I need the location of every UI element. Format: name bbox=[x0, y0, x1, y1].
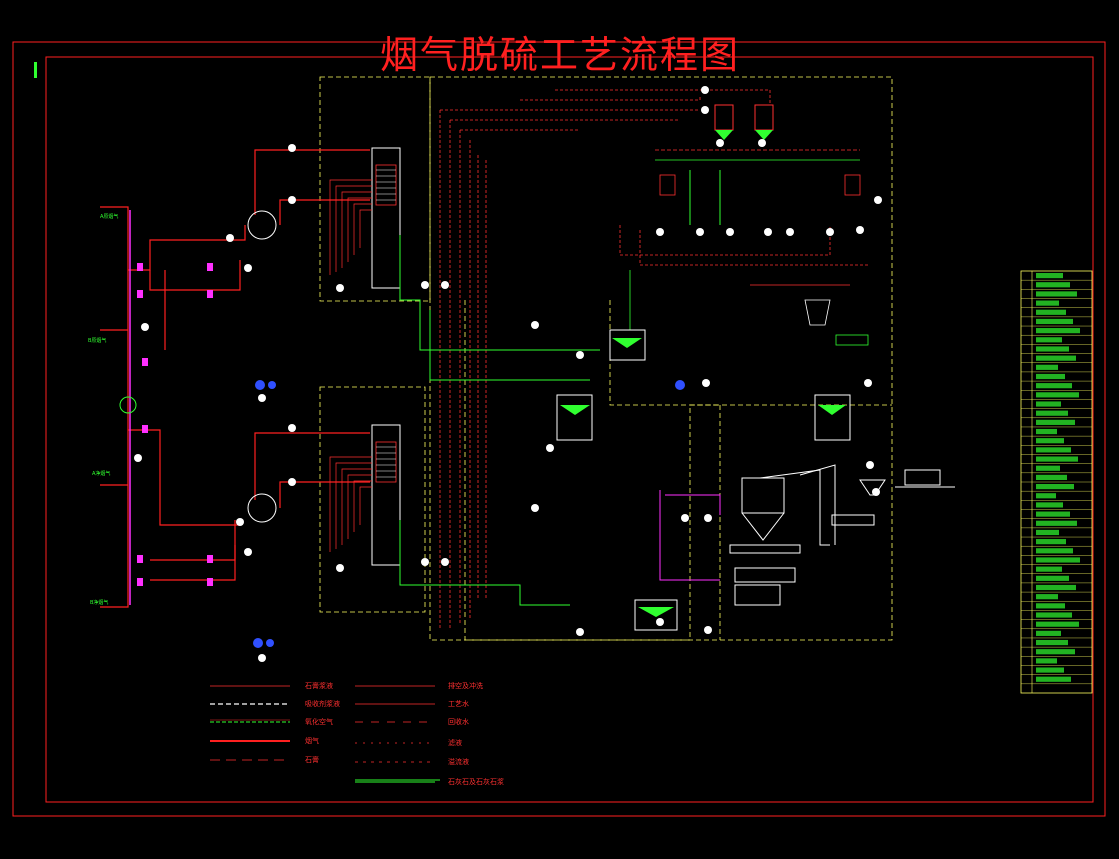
legend-recovered-water: 回收水 bbox=[355, 717, 469, 726]
process-boundaries bbox=[319, 76, 893, 641]
table-row-text bbox=[1036, 594, 1058, 600]
legend-process-water: 工艺水 bbox=[355, 699, 469, 708]
label-a-clean: A净烟气 bbox=[92, 470, 110, 477]
table-row-text bbox=[1036, 401, 1061, 407]
legend-gypsum: 石膏 bbox=[210, 755, 319, 764]
table-row-text bbox=[1036, 502, 1063, 508]
legend-filtrate: 滤液 bbox=[355, 738, 462, 747]
svg-text:烟气: 烟气 bbox=[305, 736, 319, 745]
table-row-text bbox=[1036, 511, 1070, 517]
spray-lines bbox=[329, 179, 372, 552]
table-row-text bbox=[1036, 649, 1075, 655]
label-a-flue: A原烟气 bbox=[100, 213, 118, 220]
table-row-text bbox=[1036, 355, 1076, 361]
magenta-lines bbox=[659, 490, 721, 581]
legend: 石膏浆液 吸收剂浆液 氧化空气 烟气 石膏 排空及冲洗 工艺水 bbox=[210, 681, 504, 786]
equipment-list-table bbox=[1020, 270, 1093, 694]
table-row-text bbox=[1036, 566, 1062, 572]
table-row-text bbox=[1036, 291, 1077, 297]
table-row-text bbox=[1036, 630, 1061, 636]
svg-text:石膏浆液: 石膏浆液 bbox=[305, 681, 333, 690]
table-row-text bbox=[1036, 575, 1069, 581]
table-row-text bbox=[1036, 373, 1065, 380]
table-row-text bbox=[1036, 676, 1071, 682]
table-row-text bbox=[1036, 603, 1065, 609]
legend-overflow: 溢流液 bbox=[355, 757, 469, 766]
drawing-title: 烟气脱硫工艺流程图 bbox=[380, 33, 740, 77]
table-row-text bbox=[1036, 364, 1058, 370]
table-row-text bbox=[1036, 447, 1071, 453]
table-row-text bbox=[1036, 484, 1074, 490]
svg-text:排空及冲洗: 排空及冲洗 bbox=[448, 681, 483, 690]
table-row-text bbox=[1036, 428, 1057, 435]
table-row-text bbox=[1036, 667, 1064, 673]
table-row-text bbox=[1036, 548, 1073, 554]
table-row-text bbox=[1036, 309, 1066, 315]
table-row-text bbox=[1036, 465, 1060, 471]
limestone-silo bbox=[729, 464, 955, 606]
flue-gas-lines bbox=[100, 149, 370, 608]
table-row-text bbox=[1036, 529, 1059, 536]
table-row-text bbox=[1036, 300, 1059, 306]
table-row-text bbox=[1036, 584, 1076, 591]
legend-absorbent: 吸收剂浆液 bbox=[210, 699, 340, 708]
legend-drain: 排空及冲洗 bbox=[355, 681, 483, 690]
svg-text:回收水: 回收水 bbox=[448, 717, 469, 726]
table-row-text bbox=[1036, 383, 1072, 389]
table-row-text bbox=[1036, 328, 1080, 334]
corner-mark bbox=[34, 62, 37, 78]
hydrocyclones bbox=[714, 104, 774, 140]
svg-text:石灰石及石灰石浆: 石灰石及石灰石浆 bbox=[448, 777, 504, 786]
slurry-tanks bbox=[556, 329, 851, 631]
svg-text:吸收剂浆液: 吸收剂浆液 bbox=[305, 699, 340, 708]
table-row-text bbox=[1036, 639, 1068, 646]
table-row-text bbox=[1036, 557, 1080, 563]
table-row-text bbox=[1036, 438, 1064, 444]
svg-text:溢流液: 溢流液 bbox=[448, 757, 469, 766]
instrument-tags bbox=[134, 86, 882, 662]
svg-text:工艺水: 工艺水 bbox=[448, 699, 469, 708]
table-row-text bbox=[1036, 474, 1067, 480]
table-row-text bbox=[1036, 273, 1063, 279]
legend-limestone: 石灰石及石灰石浆 bbox=[355, 777, 504, 786]
table-row-text bbox=[1036, 612, 1072, 618]
svg-text:氧化空气: 氧化空气 bbox=[305, 717, 333, 726]
legend-slurry: 石膏浆液 bbox=[210, 681, 333, 690]
label-b-clean: B净烟气 bbox=[90, 599, 108, 606]
table-row-text bbox=[1036, 419, 1075, 425]
table-row-text bbox=[1036, 346, 1069, 352]
legend-oxidation-air: 氧化空气 bbox=[210, 717, 333, 726]
table-row-text bbox=[1036, 621, 1079, 627]
table-row-text bbox=[1036, 410, 1068, 416]
process-water-lines bbox=[355, 170, 721, 781]
svg-text:石膏: 石膏 bbox=[305, 755, 319, 764]
table-row-text bbox=[1036, 318, 1073, 325]
table-row-text bbox=[1036, 392, 1079, 398]
booster-fans bbox=[119, 210, 277, 523]
table-row-text bbox=[1036, 520, 1077, 526]
table-row-text bbox=[1036, 658, 1057, 664]
absorber-b bbox=[371, 424, 401, 566]
absorber-a bbox=[371, 147, 401, 289]
outer-frame bbox=[12, 41, 1106, 817]
legend-flue-gas: 烟气 bbox=[210, 736, 319, 745]
svg-text:滤液: 滤液 bbox=[448, 738, 462, 747]
table-row-text bbox=[1036, 493, 1056, 499]
magenta-valves bbox=[137, 263, 213, 586]
blue-pumps bbox=[253, 380, 685, 648]
table-row-text bbox=[1036, 337, 1062, 343]
label-b-flue: B原烟气 bbox=[88, 337, 106, 344]
inner-frame bbox=[45, 56, 1094, 803]
table-row-text bbox=[1036, 539, 1066, 545]
table-row-text bbox=[1036, 282, 1070, 288]
gypsum-dewatering-area bbox=[619, 149, 870, 346]
table-row-text bbox=[1036, 456, 1078, 462]
